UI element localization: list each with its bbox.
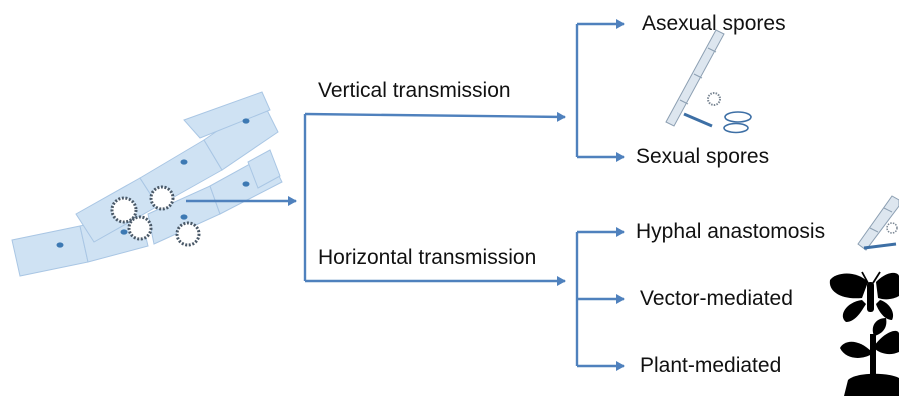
butterfly-icon [829, 271, 899, 322]
vertical-branch-line [304, 111, 566, 122]
spore-icon [665, 29, 752, 134]
fungal-hypha-icon [11, 91, 283, 277]
asexual-spores-label: Asexual spores [642, 12, 786, 35]
sexual-spores-label: Sexual spores [636, 145, 770, 168]
plant-seedling-icon [840, 318, 899, 396]
anastomosis-icon [857, 195, 899, 251]
vertical-transmission-label: Vertical transmission [318, 79, 511, 102]
virus-particle-icon [110, 185, 201, 247]
plant-mediated-label: Plant-mediated [640, 354, 782, 377]
hyphal-anastomosis-label: Hyphal anastomosis [636, 220, 826, 243]
vector-mediated-label: Vector-mediated [640, 287, 793, 310]
horizontal-transmission-label: Horizontal transmission [318, 246, 537, 269]
connector-lines [186, 19, 625, 371]
